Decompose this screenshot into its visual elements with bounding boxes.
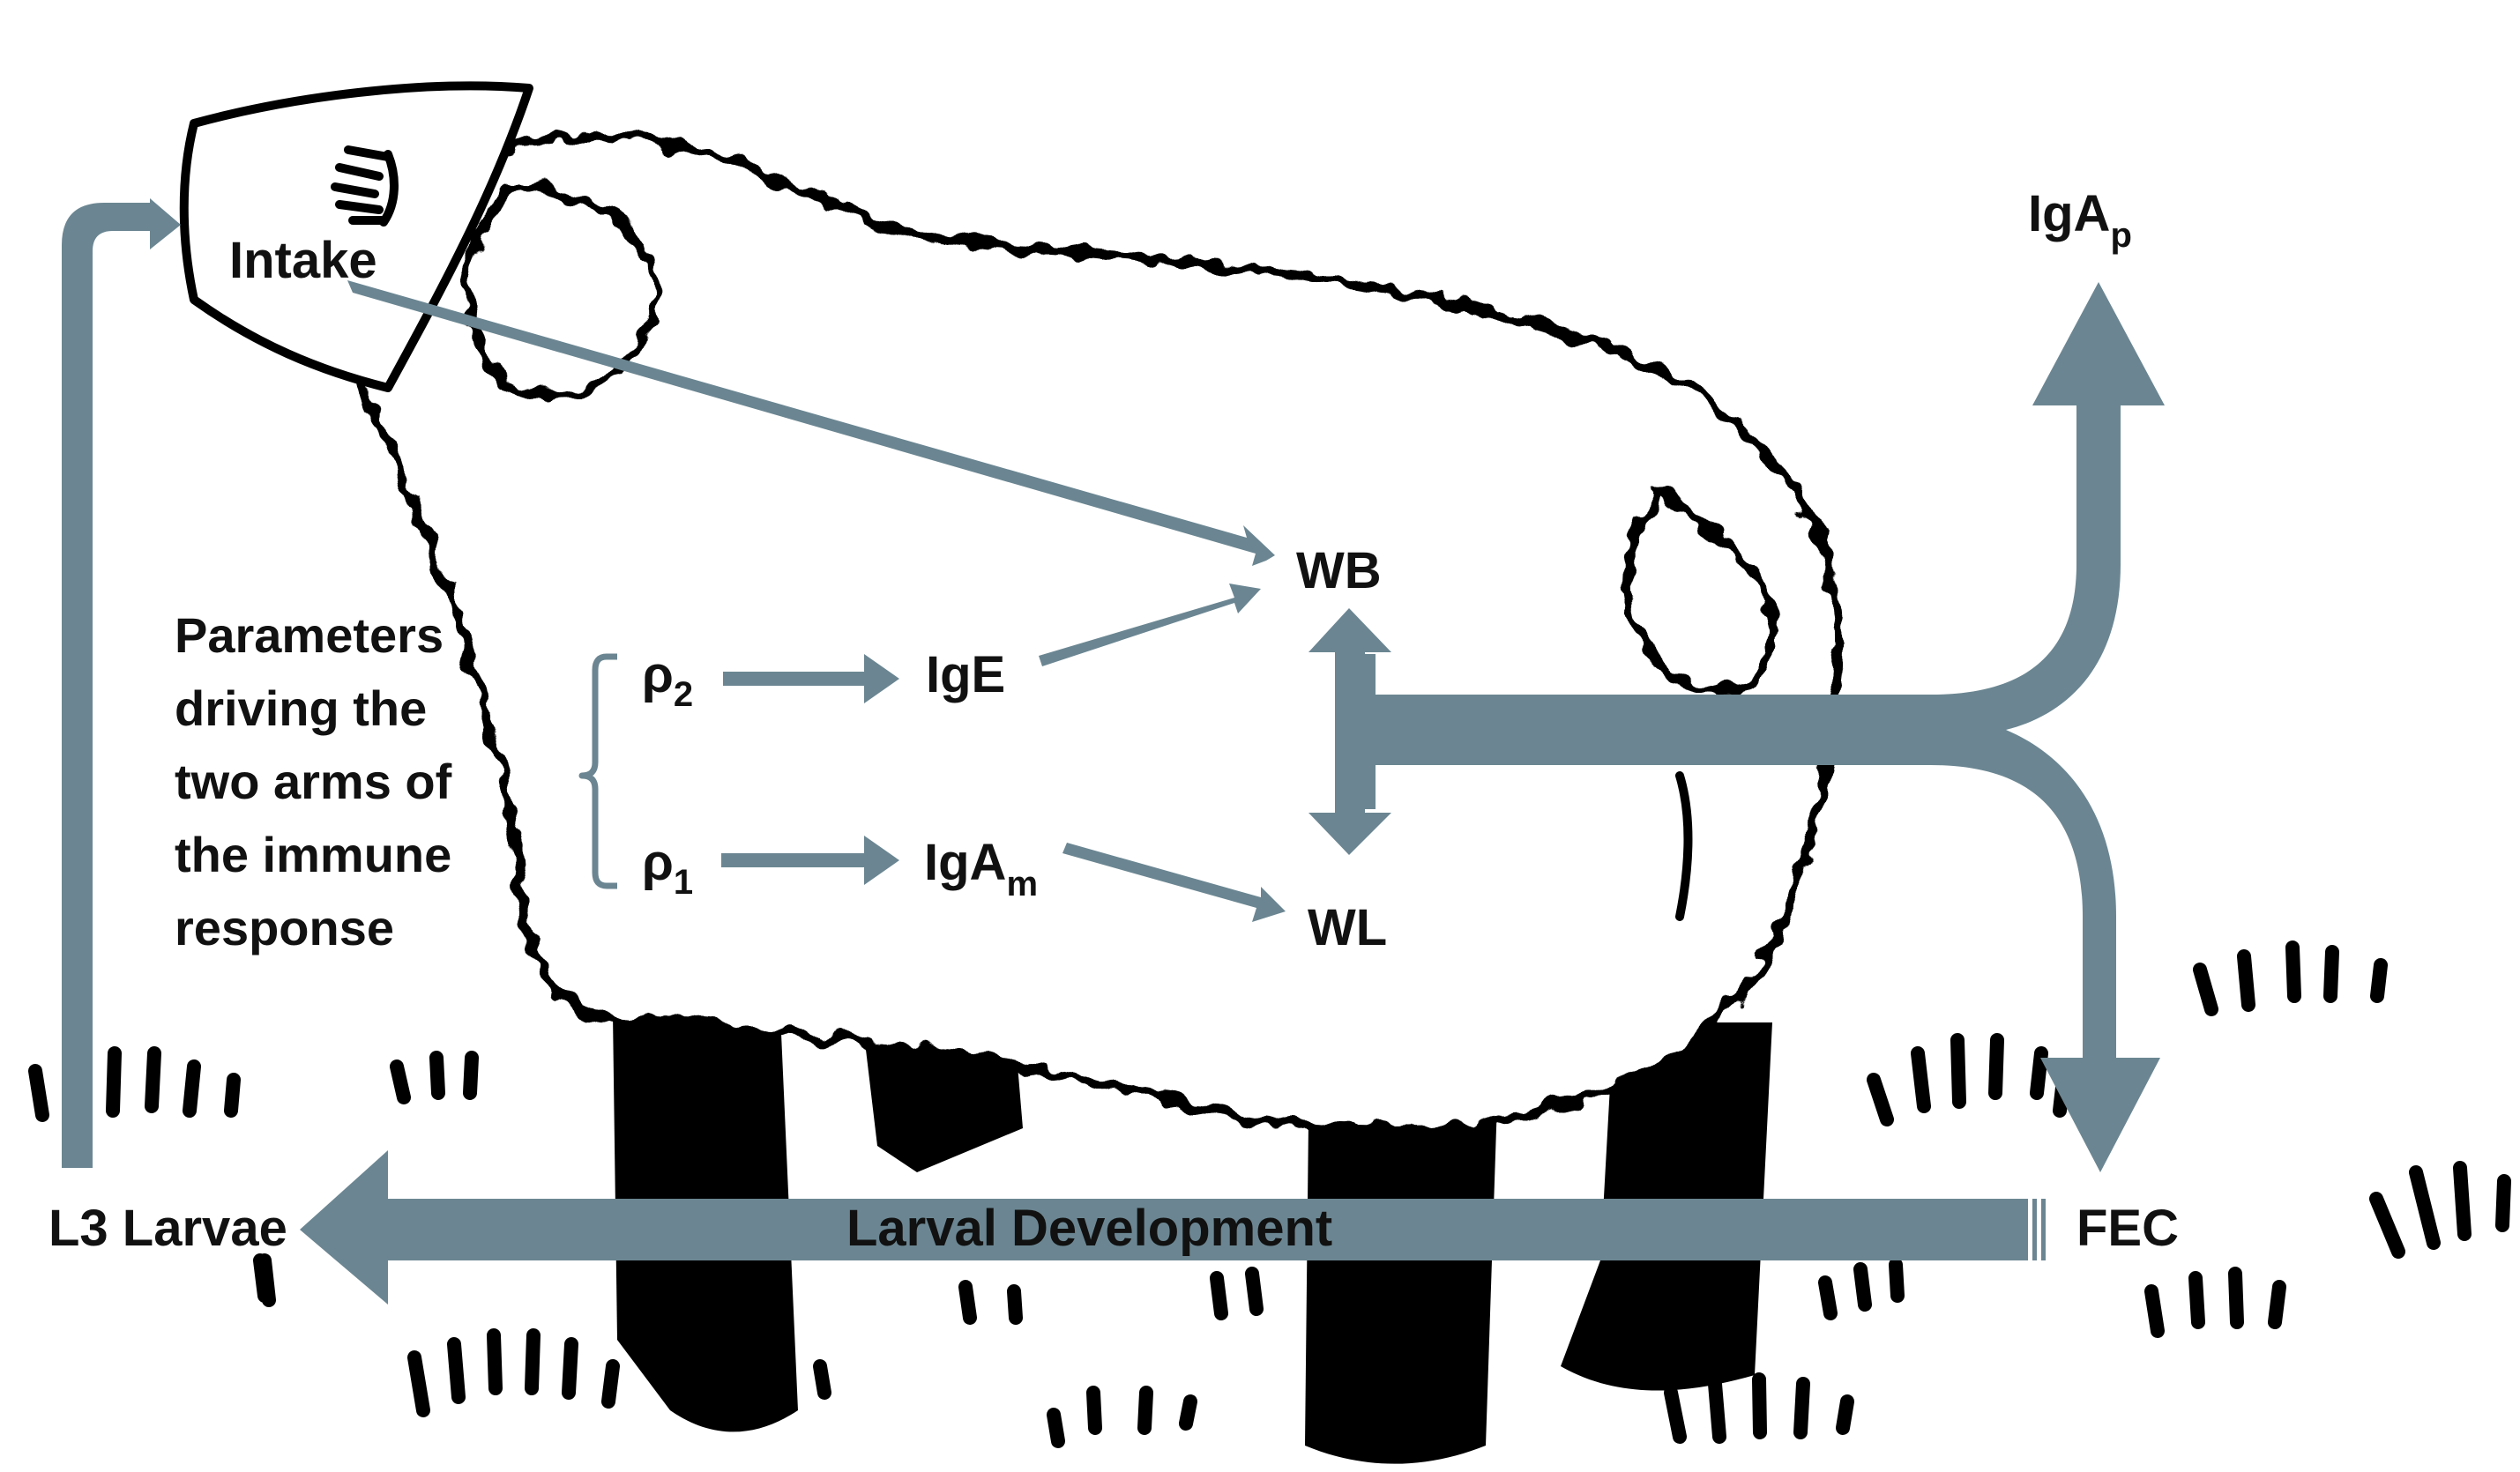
sheep-belly-line [1675, 771, 1693, 921]
igam-label: IgAm [924, 834, 1038, 903]
ige-label: IgE [926, 646, 1005, 703]
larval-development-label: Larval Development [846, 1200, 1332, 1257]
parameters-line: driving the [175, 680, 427, 736]
larval-development-arrow [300, 1150, 2028, 1305]
sheep-face [179, 81, 533, 392]
brace-icon [578, 653, 617, 889]
sheep-eye-icon [331, 145, 399, 227]
flow-arrows-icon [62, 198, 2165, 1305]
parameters-line: response [175, 900, 394, 955]
ige-to-wb-arrow [1039, 584, 1261, 666]
wl-label: WL [1308, 899, 1387, 956]
l3-to-intake-arrow [62, 198, 181, 1168]
sheep-tail [1623, 487, 1778, 694]
sheep-illustration-icon [179, 81, 1843, 1134]
l3-larvae-label: L3 Larvae [48, 1200, 287, 1257]
parameters-line: the immune [175, 827, 451, 882]
intake-to-wb-arrow [347, 280, 1275, 566]
rho2-to-ige-arrow [723, 654, 899, 703]
wb-wl-double-arrow [1308, 608, 1391, 855]
sheep-body [347, 132, 1843, 1134]
parameters-text: Parameters driving the two arms of the i… [175, 607, 452, 955]
rho2-label: ρ2 [642, 646, 693, 714]
immune-branch-arrow [1353, 282, 2165, 1172]
igam-to-wl-arrow [1062, 843, 1286, 922]
parameters-line: Parameters [175, 607, 444, 663]
fec-label: FEC [2076, 1200, 2179, 1257]
grass-tufts-icon [28, 940, 2511, 1448]
igap-label: IgAp [2028, 185, 2132, 255]
rho1-to-igam-arrow [721, 836, 899, 885]
rho1-label: ρ1 [642, 834, 693, 902]
diagram-labels: Intake WB WL IgE IgAm IgAp ρ2 ρ1 FEC L3 … [48, 185, 2179, 1257]
intake-label: Intake [229, 232, 377, 289]
parameters-line: two arms of [175, 754, 452, 809]
wb-label: WB [1296, 542, 1382, 599]
sheep-ear [466, 180, 660, 400]
